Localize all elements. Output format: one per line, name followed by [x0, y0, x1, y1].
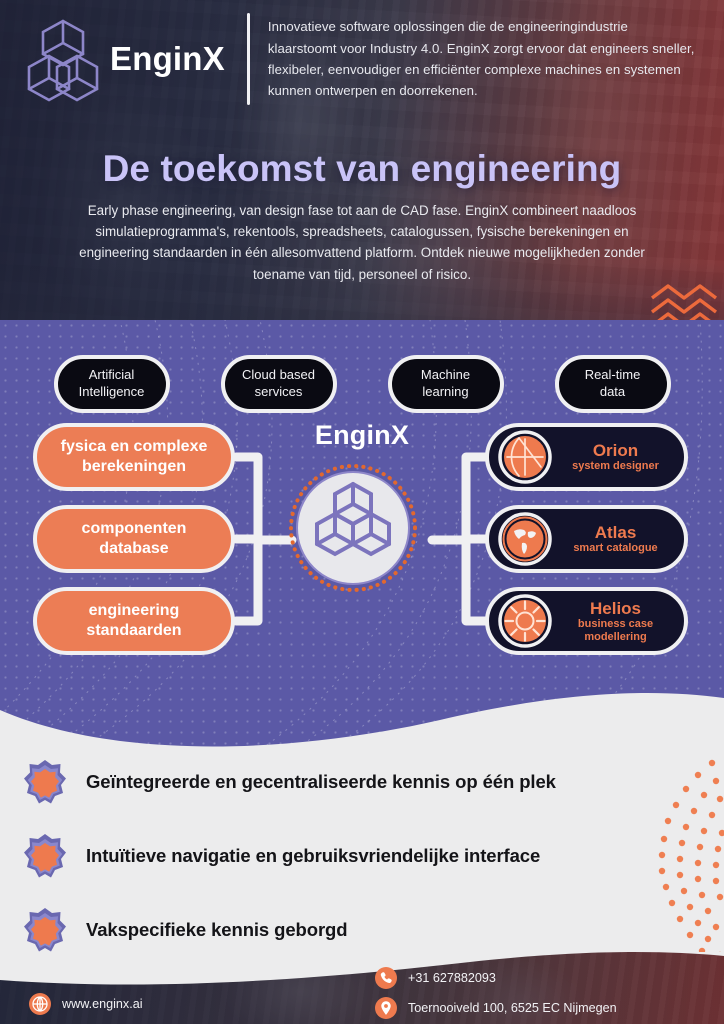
hero-bottom-fade [0, 262, 724, 322]
pill-line-2: learning [422, 384, 469, 399]
brand-wordmark: EnginX [110, 40, 225, 77]
feature-label: Vakspecifieke kennis geborgd [86, 919, 348, 940]
diagram-input-box[interactable]: fysica en complexe berekeningen [33, 423, 235, 491]
input-line-1: fysica en complexe [60, 438, 208, 456]
orange-dot-texture [658, 759, 724, 959]
product-text: Orion system designer [553, 441, 684, 473]
diagram-input-box[interactable]: componenten database [33, 505, 235, 573]
product-name: Atlas [594, 523, 637, 542]
product-card-helios[interactable]: Helios business case modellering [485, 587, 688, 655]
diagram-center-label: EnginX [314, 420, 410, 450]
phone-icon [374, 966, 398, 990]
product-subtitle-2: modellering [584, 630, 647, 643]
star-rosette-icon [22, 833, 68, 879]
footer-website[interactable]: www.enginx.ai [28, 992, 143, 1016]
star-rosette-icon [22, 907, 68, 953]
brand-tagline: Innovatieve software oplossingen die de … [267, 19, 695, 99]
brand-divider [246, 13, 250, 105]
feature-item: Geïntegreerde en gecentraliseerde kennis… [0, 745, 724, 819]
feature-label: Intuïtieve navigatie en gebruiksvriendel… [86, 845, 541, 866]
product-card-orion[interactable]: Orion system designer [485, 423, 688, 491]
pill-line-1: Machine [420, 367, 471, 383]
input-line-2: standaarden [86, 622, 182, 639]
cube-lattice-icon [315, 481, 391, 557]
hero-description: Early phase engineering, van design fase… [79, 203, 645, 282]
page-title: De toekomst van engineering [102, 148, 622, 189]
brand-header: EnginX Innovatieve software oplossingen … [0, 0, 724, 118]
globe-icon [497, 511, 553, 567]
footer-wave-divider [0, 952, 724, 985]
diagram-input-box[interactable]: engineering standaarden [33, 587, 235, 655]
input-line-1: componenten [81, 520, 187, 538]
product-name: Helios [589, 598, 642, 618]
hero-section: EnginX Innovatieve software oplossingen … [0, 0, 724, 322]
product-subtitle: smart catalogue [573, 542, 658, 555]
address-label: Toernooiveld 100, 6525 EC Nijmegen [408, 1001, 617, 1015]
solution-diagram-section: Artificial Intelligence Cloud based serv… [0, 320, 724, 750]
architecture-diagram: fysica en complexe berekeningen componen… [0, 420, 724, 700]
footer-phone[interactable]: +31 627882093 [374, 966, 496, 990]
pill-line-2: services [254, 384, 303, 399]
purple-wave-divider [0, 693, 724, 750]
product-subtitle: system designer [572, 460, 659, 473]
product-name: Orion [592, 441, 639, 460]
diagram-inputs: fysica en complexe berekeningen componen… [33, 423, 235, 669]
pill-line-1: Real-time [584, 367, 641, 383]
diagram-connectors [231, 452, 493, 626]
capability-pill-row: Artificial Intelligence Cloud based serv… [0, 354, 724, 414]
capability-pill[interactable]: Machine learning [387, 355, 504, 413]
hero-color-overlay [0, 0, 724, 322]
pill-line-2: Intelligence [78, 384, 145, 399]
star-rosette-icon [22, 759, 68, 805]
orange-zigzag-icon [650, 284, 720, 322]
capability-pill[interactable]: Cloud based services [220, 355, 337, 413]
cube-lattice-icon [24, 15, 102, 103]
input-line-1: engineering [88, 602, 180, 620]
phone-label: +31 627882093 [408, 971, 496, 985]
product-card-atlas[interactable]: Atlas smart catalogue [485, 505, 688, 573]
pill-line-1: Artificial [88, 367, 135, 383]
product-text: Helios business case modellering [553, 599, 684, 644]
website-label: www.enginx.ai [62, 997, 143, 1011]
footer-contact-bar: www.enginx.ai +31 627882093 Toernooiveld… [0, 952, 724, 1024]
pill-line-2: data [599, 384, 626, 399]
diagram-center-hub [287, 462, 419, 594]
compass-bow-icon [497, 429, 553, 485]
feature-item: Intuïtieve navigatie en gebruiksvriendel… [0, 819, 724, 893]
footer-address[interactable]: Toernooiveld 100, 6525 EC Nijmegen [374, 996, 617, 1020]
globe-icon [28, 992, 52, 1016]
input-line-2: berekeningen [81, 458, 187, 475]
capability-pill[interactable]: Real-time data [554, 355, 671, 413]
pill-line-1: Cloud based [242, 367, 315, 383]
sun-icon [497, 593, 553, 649]
feature-label: Geïntegreerde en gecentraliseerde kennis… [86, 771, 556, 792]
feature-list-section: Geïntegreerde en gecentraliseerde kennis… [0, 745, 724, 965]
product-subtitle: business case [577, 617, 654, 630]
product-text: Atlas smart catalogue [553, 523, 684, 555]
feature-item: Vakspecifieke kennis geborgd [0, 893, 724, 967]
capability-pill[interactable]: Artificial Intelligence [53, 355, 170, 413]
diagram-products: Orion system designer [485, 423, 688, 669]
location-pin-icon [374, 996, 398, 1020]
input-line-2: database [99, 540, 169, 557]
